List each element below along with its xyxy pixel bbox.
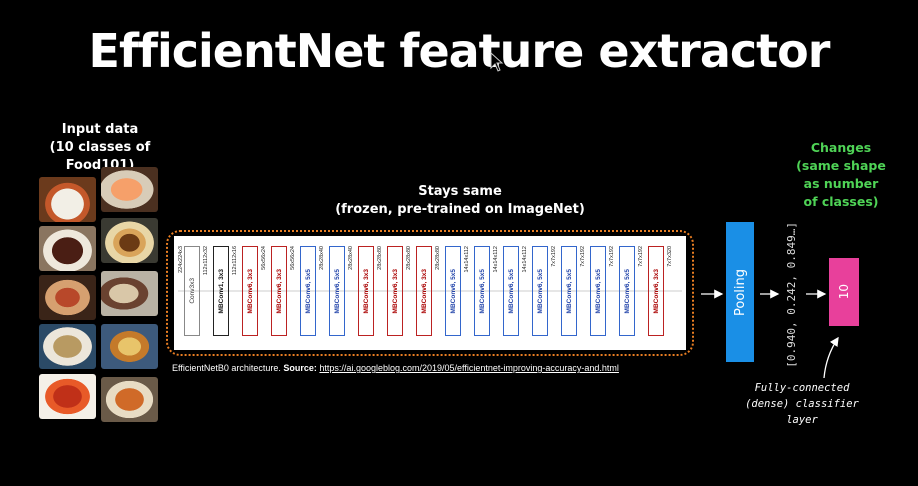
architecture-flow-line: [178, 290, 682, 292]
food-image: [101, 218, 158, 263]
changes-label: Changes (same shape as number of classes…: [786, 139, 896, 211]
fc-label-line-1: Fully-connected: [754, 382, 850, 394]
food-image: [39, 374, 96, 419]
fully-connected-label: Fully-connected (dense) classifier layer: [732, 380, 872, 428]
architecture-caption: EfficientNetB0 architecture. Source: htt…: [172, 363, 619, 373]
pooling-layer: Pooling: [726, 222, 754, 362]
layer-block: MBConv6, 3x3: [242, 246, 258, 336]
changes-line-1: Changes: [810, 140, 872, 155]
frozen-backbone-frame: [166, 230, 694, 356]
input-data-title: Input data: [61, 122, 139, 137]
layer-block: MBConv6, 3x3: [271, 246, 287, 336]
caption-source-label: Source:: [283, 363, 317, 373]
changes-line-3: as number: [803, 176, 879, 191]
layer-block: MBConv6, 3x3: [358, 246, 374, 336]
changes-line-4: of classes): [803, 194, 879, 209]
layer-block: MBConv6, 5x5: [590, 246, 606, 336]
food-image: [101, 377, 158, 422]
input-data-label: Input data (10 classes of Food101): [20, 121, 180, 175]
food-image: [101, 167, 158, 212]
dense-output-layer: 10: [829, 258, 859, 326]
source-link[interactable]: https://ai.googleblog.com/2019/05/effici…: [319, 363, 619, 373]
food-image: [39, 226, 96, 271]
food-image: [39, 177, 96, 222]
food-image: [39, 324, 96, 369]
food-image: [101, 271, 158, 316]
layer-block: MBConv6, 3x3: [387, 246, 403, 336]
stays-same-title: Stays same: [418, 184, 502, 199]
mouse-cursor-icon: [490, 52, 504, 72]
layer-block: MBConv6, 5x5: [503, 246, 519, 336]
layer-block: MBConv6, 5x5: [329, 246, 345, 336]
layer-block: MBConv1, 3x3: [213, 246, 229, 336]
layer-block: MBConv6, 5x5: [474, 246, 490, 336]
changes-line-2: (same shape: [796, 158, 886, 173]
layer-block: MBConv6, 5x5: [445, 246, 461, 336]
layer-block: MBConv6, 5x5: [619, 246, 635, 336]
arrow-to-dense-from-label: [823, 336, 839, 379]
stays-same-subtitle: (frozen, pre-trained on ImageNet): [335, 202, 585, 217]
stays-same-label: Stays same (frozen, pre-trained on Image…: [330, 183, 590, 219]
layer-block: MBConv6, 5x5: [561, 246, 577, 336]
layer-block: MBConv6, 5x5: [300, 246, 316, 336]
fc-label-line-2: (dense) classifier layer: [745, 398, 859, 426]
food-image: [101, 324, 158, 369]
layer-block: MBConv6, 5x5: [532, 246, 548, 336]
caption-prefix: EfficientNetB0 architecture.: [172, 363, 284, 373]
layer-block: Conv3x3: [184, 246, 200, 336]
layer-block: MBConv6, 3x3: [416, 246, 432, 336]
food-image: [39, 275, 96, 320]
layer-block: MBConv6, 3x3: [648, 246, 664, 336]
slide-title: EfficientNet feature extractor: [88, 24, 831, 78]
